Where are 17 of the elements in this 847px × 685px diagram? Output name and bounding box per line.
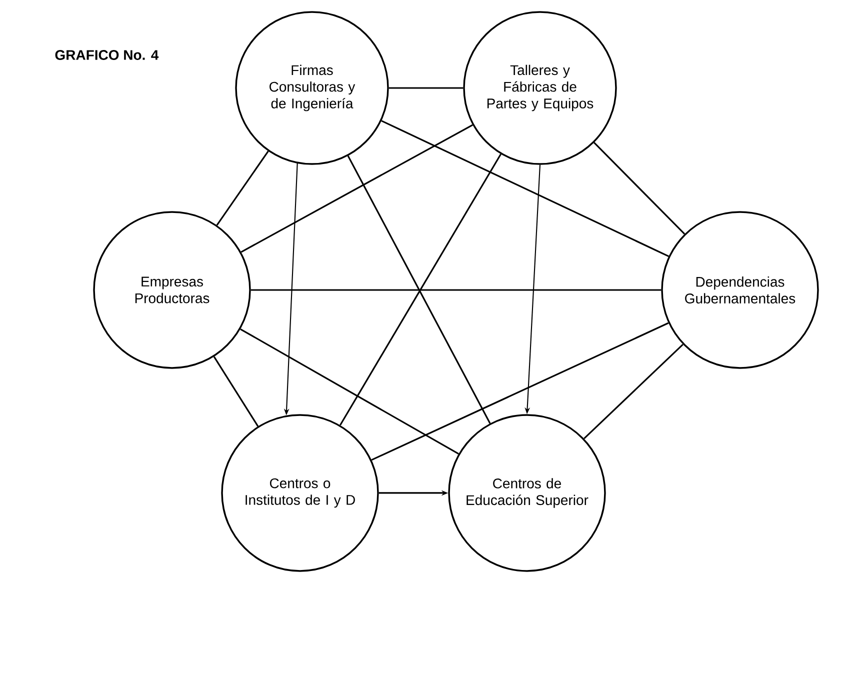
connector-line	[240, 124, 473, 253]
circle-node: Centros de Educación Superior	[448, 414, 606, 572]
connector-line	[213, 356, 259, 427]
circle-node: Empresas Productoras	[93, 211, 251, 369]
circle-node: Dependencias Gubernamentales	[661, 211, 819, 369]
connector-line	[594, 142, 686, 234]
title: GRAFICO No. 4	[55, 50, 159, 60]
connector-line	[250, 289, 662, 291]
circle-node: Centros o Institutos de I y D	[221, 414, 379, 572]
connector-line	[240, 328, 459, 455]
connector-line	[371, 322, 669, 461]
circle-node: Talleres y Fábricas de Partes y Equipos	[463, 11, 617, 165]
connector-line	[388, 87, 464, 89]
connector-line	[381, 120, 670, 258]
connector-line	[216, 150, 269, 226]
circle-node: Firmas Consultoras y de Ingeniería	[235, 11, 389, 165]
connector-line	[584, 344, 684, 440]
